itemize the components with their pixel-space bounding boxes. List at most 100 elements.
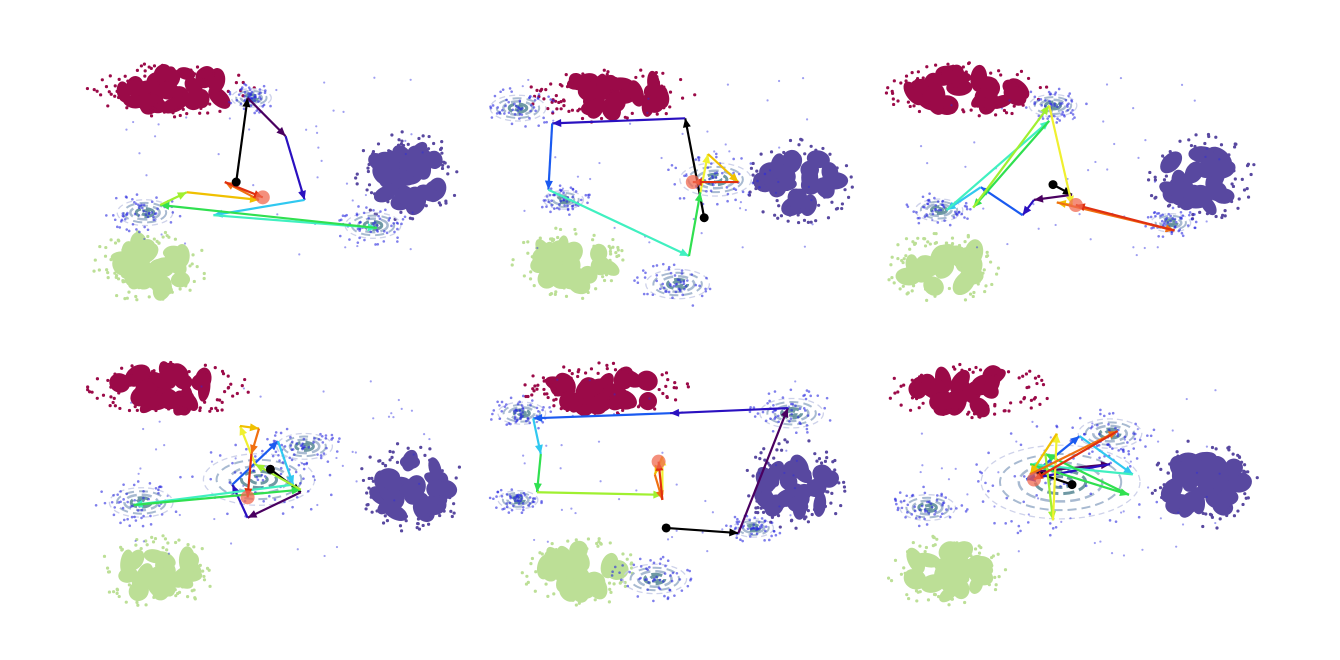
cluster-point: [986, 565, 991, 569]
sample-point: [279, 431, 283, 435]
cluster-point: [990, 564, 994, 568]
sample-point: [667, 290, 671, 294]
sample-point: [1122, 510, 1125, 513]
sample-point: [522, 508, 525, 512]
sample-point: [1019, 443, 1023, 447]
cluster-point: [797, 143, 801, 147]
cluster-point: [606, 70, 610, 74]
cluster-point: [529, 562, 533, 566]
cluster-point: [914, 589, 919, 593]
cluster-point: [396, 204, 400, 208]
cluster-point: [377, 459, 381, 463]
cluster-point: [209, 407, 214, 411]
sample-point: [323, 554, 326, 558]
sample-point: [664, 564, 667, 568]
cluster-point: [985, 254, 990, 258]
sample-point: [132, 120, 135, 124]
sample-point: [965, 207, 969, 211]
sample-point: [523, 462, 526, 465]
trajectory-segment: [669, 407, 788, 415]
cluster-point: [186, 70, 190, 74]
sample-point: [753, 516, 757, 519]
cluster-cell: [145, 569, 164, 588]
sample-point: [317, 146, 320, 149]
sample-point: [543, 121, 546, 124]
sample-point: [1127, 452, 1131, 456]
cluster-red: [884, 61, 1049, 118]
cluster-point: [1208, 512, 1213, 516]
cluster-point: [543, 562, 548, 566]
sample-point: [689, 578, 692, 582]
sample-point: [291, 448, 295, 451]
cluster-point: [904, 254, 908, 258]
sample-point: [1056, 117, 1059, 121]
sample-point: [142, 496, 145, 500]
sample-point: [957, 210, 961, 214]
subplot-top-left: [85, 62, 459, 302]
cluster-point: [167, 407, 171, 411]
subplot-top-right: [884, 61, 1256, 303]
sample-point: [1205, 445, 1209, 448]
cluster-point: [1225, 513, 1229, 518]
cluster-point: [661, 391, 665, 396]
cluster-point: [158, 402, 162, 406]
cluster-point: [615, 254, 619, 259]
sample-point: [528, 421, 532, 425]
sample-point: [678, 197, 682, 200]
cluster-point: [608, 258, 612, 262]
cluster-point: [136, 603, 140, 607]
cluster-point: [995, 105, 999, 109]
cluster-point: [550, 541, 554, 546]
cluster-point: [977, 114, 981, 118]
cluster-point: [421, 523, 425, 528]
sample-point: [945, 508, 948, 511]
contour-line: [980, 444, 1141, 520]
sample-point: [513, 112, 517, 116]
cluster-point: [950, 242, 955, 246]
trajectory-arrowhead: [298, 190, 306, 200]
sample-point: [733, 527, 737, 531]
cluster-point: [524, 582, 529, 586]
cluster-point: [598, 541, 603, 546]
sample-point: [1059, 485, 1062, 488]
cluster-point: [815, 459, 819, 463]
cluster-point: [149, 406, 153, 411]
sample-point: [931, 209, 934, 213]
sample-point: [720, 171, 724, 175]
sample-point: [525, 419, 528, 423]
sample-point: [669, 574, 672, 577]
sample-point: [412, 453, 415, 456]
sample-point: [744, 208, 747, 212]
sample-point: [655, 279, 658, 283]
cluster-point: [984, 284, 988, 288]
cluster-point: [985, 404, 990, 408]
cluster-point: [887, 576, 891, 580]
cluster-point: [142, 62, 147, 66]
sample-point: [119, 490, 122, 493]
cluster-cell: [636, 370, 658, 391]
cluster-point: [549, 82, 553, 86]
trajectory: [133, 423, 302, 519]
cluster-point: [917, 109, 922, 114]
cluster-point: [102, 554, 107, 558]
cluster-point: [386, 200, 390, 204]
cluster-point: [796, 220, 801, 225]
sample-point: [553, 207, 556, 210]
cluster-point: [577, 286, 581, 291]
sample-point: [768, 399, 771, 403]
sample-point: [245, 447, 248, 451]
sample-point: [766, 401, 769, 405]
cluster-point: [1243, 492, 1247, 496]
cluster-point: [786, 219, 790, 223]
sample-point: [378, 217, 382, 221]
cluster-point: [936, 595, 941, 599]
sample-point: [753, 415, 757, 418]
sample-point: [170, 200, 174, 203]
sample-point: [516, 418, 519, 422]
sample-point: [674, 166, 678, 170]
sample-point: [1149, 434, 1153, 438]
trajectory-segment: [186, 191, 260, 201]
cluster-point: [123, 297, 127, 301]
sample-point: [396, 240, 399, 243]
cluster-point: [522, 274, 526, 278]
